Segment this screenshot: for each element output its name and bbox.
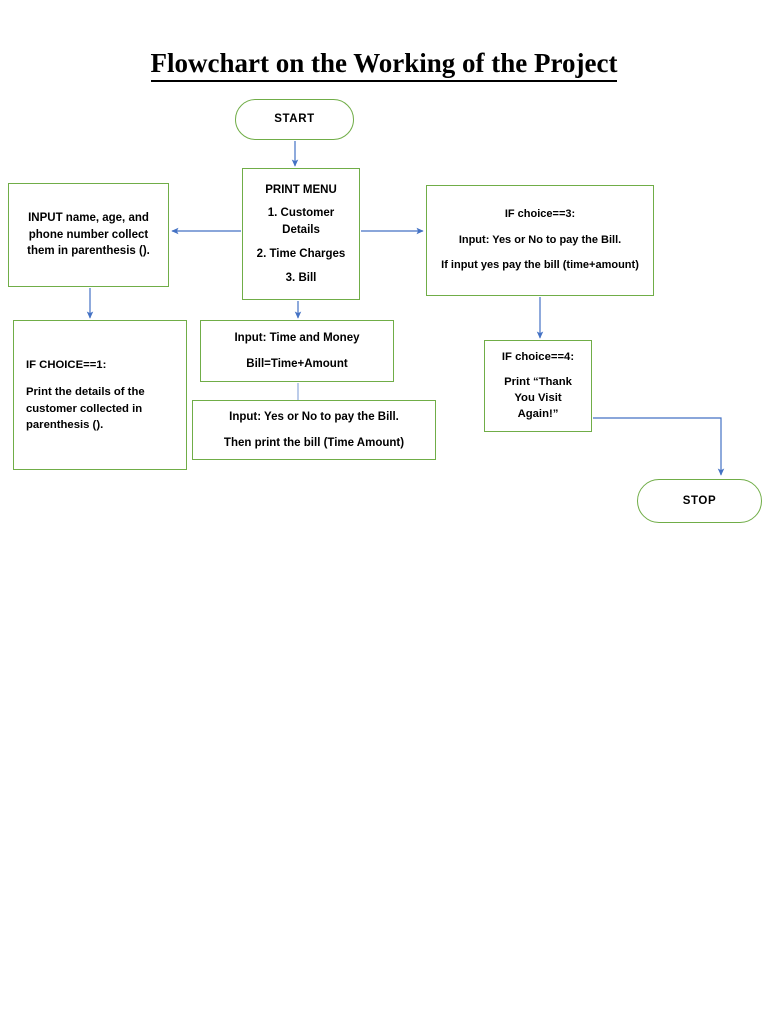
- node-choice3[interactable]: IF choice==3: Input: Yes or No to pay th…: [426, 185, 654, 296]
- node-start[interactable]: START: [235, 99, 354, 140]
- connector-choice4-to-stop: [593, 417, 725, 476]
- node-choice1-line-2: Print the details of the: [26, 386, 145, 399]
- node-choice3-line-1: IF choice==3:: [504, 207, 576, 220]
- node-choice4[interactable]: IF choice==4: Print “Thank You Visit Aga…: [484, 340, 592, 432]
- node-pay-bill-line-2: Then print the bill (Time Amount): [223, 436, 405, 449]
- node-choice4-line-3: You Visit: [514, 392, 562, 404]
- node-choice4-line-4: Again!”: [517, 408, 559, 421]
- node-start-label: START: [274, 113, 315, 126]
- node-choice1-line-3: customer collected in: [26, 402, 143, 415]
- node-time-money-line-1: Input: Time and Money: [234, 331, 360, 344]
- node-input-details[interactable]: INPUT name, age, and phone number collec…: [8, 183, 169, 287]
- node-print-menu-line-4: 2. Time Charges: [256, 247, 346, 260]
- node-input-details-line-2: phone number collect: [28, 228, 149, 241]
- page-title: Flowchart on the Working of the Project: [0, 48, 768, 82]
- node-pay-bill[interactable]: Input: Yes or No to pay the Bill. Then p…: [192, 400, 436, 460]
- node-stop-label: STOP: [682, 494, 717, 507]
- node-print-menu-line-2: 1. Customer: [267, 207, 335, 220]
- node-choice4-line-1: IF choice==4:: [501, 351, 575, 364]
- node-choice4-line-2: Print “Thank: [504, 375, 572, 388]
- node-time-money-line-2: Bill=Time+Amount: [246, 357, 348, 370]
- node-print-menu-line-3: Details: [282, 224, 320, 237]
- node-choice1[interactable]: IF CHOICE==1: Print the details of the c…: [13, 320, 187, 470]
- node-print-menu[interactable]: PRINT MENU 1. Customer Details 2. Time C…: [242, 168, 360, 300]
- node-pay-bill-line-1: Input: Yes or No to pay the Bill.: [229, 410, 399, 423]
- page-title-text: Flowchart on the Working of the Project: [150, 48, 618, 82]
- node-print-menu-line-5: 3. Bill: [285, 271, 317, 284]
- node-input-details-line-1: INPUT name, age, and: [28, 211, 149, 224]
- node-time-money[interactable]: Input: Time and Money Bill=Time+Amount: [200, 320, 394, 382]
- node-stop[interactable]: STOP: [637, 479, 762, 523]
- node-choice3-line-3: If input yes pay the bill (time+amount): [441, 259, 639, 272]
- node-choice3-line-2: Input: Yes or No to pay the Bill.: [458, 233, 622, 246]
- node-input-details-line-3: them in parenthesis ().: [27, 245, 150, 258]
- node-choice1-line-4: parenthesis ().: [26, 418, 104, 431]
- node-choice1-line-1: IF CHOICE==1:: [26, 358, 107, 371]
- node-print-menu-line-1: PRINT MENU: [265, 183, 337, 196]
